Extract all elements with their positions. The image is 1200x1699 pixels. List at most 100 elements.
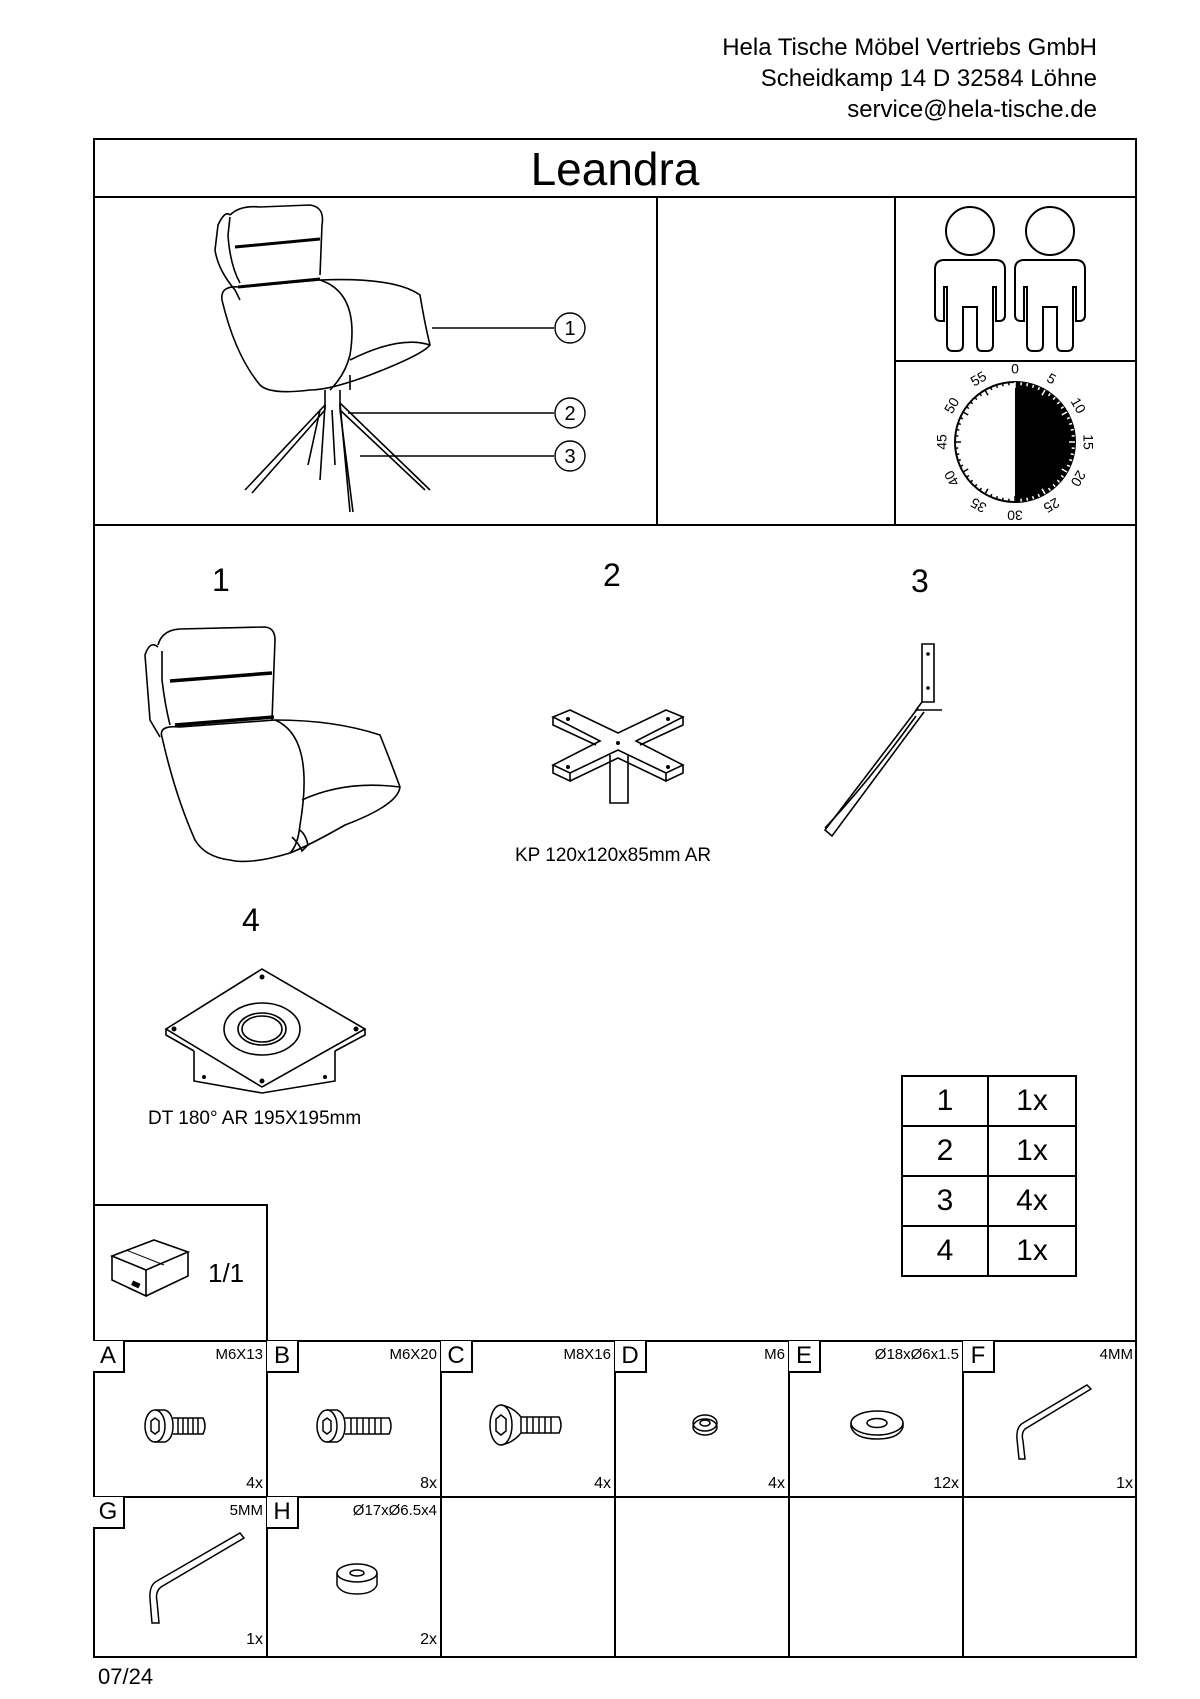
- dial-label: 35: [967, 495, 989, 517]
- dial-tick: [1049, 393, 1051, 395]
- table-cell-qty: 4x: [987, 1175, 1077, 1227]
- dial-label: 30: [1007, 507, 1023, 523]
- hardware-cell-d: D M6 4x: [615, 1341, 789, 1497]
- chair-overview-drawing: 1 2 3: [200, 205, 600, 520]
- hardware-letter: E: [789, 1341, 821, 1373]
- hardware-count: 1x: [246, 1631, 263, 1648]
- dial-label: 55: [968, 368, 990, 390]
- hardware-spec: M6X13: [215, 1346, 263, 1363]
- dial-tick: [958, 460, 961, 461]
- hardware-count: 4x: [246, 1475, 263, 1492]
- part-4-caption: DT 180° AR 195X195mm: [148, 1108, 362, 1129]
- dial-tick: [1067, 418, 1070, 419]
- dial-tick: [1061, 476, 1063, 478]
- hardware-letter: G: [93, 1497, 125, 1529]
- divider: [894, 360, 1137, 362]
- table-cell-qty: 1x: [987, 1225, 1077, 1277]
- table-cell-part: 2: [901, 1125, 989, 1177]
- dial-tick: [1053, 397, 1055, 399]
- part-3-leg-drawing: [810, 640, 950, 840]
- dial-tick: [996, 385, 997, 388]
- hardware-letter: F: [963, 1341, 995, 1373]
- hardware-count: 4x: [594, 1475, 611, 1492]
- hardware-count: 8x: [420, 1475, 437, 1492]
- dial-tick: [1003, 383, 1004, 386]
- dial-tick: [975, 397, 977, 399]
- hardware-spec: M6X20: [389, 1346, 437, 1363]
- table-cell-part: 3: [901, 1175, 989, 1227]
- spring-washer-icon: [615, 1341, 789, 1497]
- company-email: service@hela-tische.de: [847, 96, 1097, 123]
- dial-tick: [1033, 385, 1034, 388]
- divider: [788, 1340, 790, 1658]
- hardware-letter: B: [267, 1341, 299, 1373]
- package-count-label: 1/1: [208, 1258, 245, 1288]
- divider: [962, 1340, 964, 1658]
- dial-tick: [970, 480, 972, 482]
- company-address: Scheidkamp 14 D 32584 Löhne: [760, 65, 1097, 92]
- callout-3: 3: [564, 446, 575, 468]
- dial-tick: [956, 430, 959, 431]
- dial-tick: [1027, 498, 1028, 501]
- dial-tick: [1042, 489, 1045, 494]
- callout-2: 2: [564, 403, 575, 425]
- dial-tick: [960, 418, 963, 419]
- hardware-letter: A: [93, 1341, 125, 1373]
- dial-label: 40: [941, 468, 963, 490]
- flat-washer-icon: [789, 1341, 963, 1497]
- dial-tick: [963, 412, 968, 415]
- spacer-ring-icon: [267, 1497, 441, 1653]
- table-cell-qty: 1x: [987, 1125, 1077, 1177]
- dial-tick: [966, 407, 968, 409]
- dial-label: 20: [1068, 468, 1090, 490]
- table-cell-part: 4: [901, 1225, 989, 1277]
- dial-tick: [1067, 465, 1070, 466]
- dial-label: 15: [1080, 434, 1096, 450]
- dial-tick: [1049, 488, 1051, 490]
- dial-tick: [1057, 480, 1059, 482]
- allen-key-icon: [93, 1497, 267, 1653]
- dial-label: 10: [1068, 395, 1090, 417]
- hex-socket-bolt-icon: [93, 1341, 267, 1497]
- dial-tick: [991, 494, 992, 497]
- company-info: Hela Tische Möbel Vertriebs GmbH Scheidk…: [722, 32, 1097, 125]
- table-row: 2 1x: [901, 1125, 1077, 1177]
- hardware-count: 12x: [933, 1475, 959, 1492]
- part-number-3: 3: [911, 563, 929, 599]
- hardware-cell-c: C M8X16 4x: [441, 1341, 615, 1497]
- hardware-spec: M6: [764, 1346, 785, 1363]
- package-box-icon: [110, 1238, 190, 1298]
- divider: [93, 1204, 268, 1206]
- dial-tick: [1071, 454, 1074, 455]
- divider: [266, 1204, 268, 1342]
- hardware-count: 4x: [768, 1475, 785, 1492]
- dial-tick: [1057, 402, 1059, 404]
- part-number-1: 1: [212, 562, 230, 598]
- hardware-cell-e: E Ø18xØ6x1.5 12x: [789, 1341, 963, 1497]
- dial-elapsed-wedge: [1015, 382, 1075, 502]
- dial-tick: [1003, 498, 1004, 501]
- dial-tick: [963, 469, 968, 472]
- hardware-spec: Ø18xØ6x1.5: [874, 1346, 959, 1363]
- dial-tick: [980, 488, 982, 490]
- dial-tick: [1027, 383, 1028, 386]
- dial-tick: [996, 496, 997, 499]
- dial-tick: [1053, 484, 1055, 486]
- part-4-swivel-plate-drawing: [160, 965, 380, 1095]
- dial-label: 0: [1011, 361, 1019, 377]
- hardware-cell-g: G 5MM 1x: [93, 1497, 267, 1653]
- dial-tick: [958, 423, 961, 424]
- hex-socket-bolt-icon: [267, 1341, 441, 1497]
- hardware-letter: D: [615, 1341, 647, 1373]
- hardware-spec: 4MM: [1099, 1346, 1133, 1363]
- dial-tick: [1062, 412, 1067, 415]
- table-cell-part: 1: [901, 1075, 989, 1127]
- dial-tick: [1071, 430, 1074, 431]
- hardware-letter: C: [441, 1341, 473, 1373]
- product-title: Leandra: [530, 143, 700, 195]
- hardware-spec: 5MM: [229, 1502, 263, 1519]
- dial-tick: [956, 454, 959, 455]
- dial-tick: [1038, 494, 1039, 497]
